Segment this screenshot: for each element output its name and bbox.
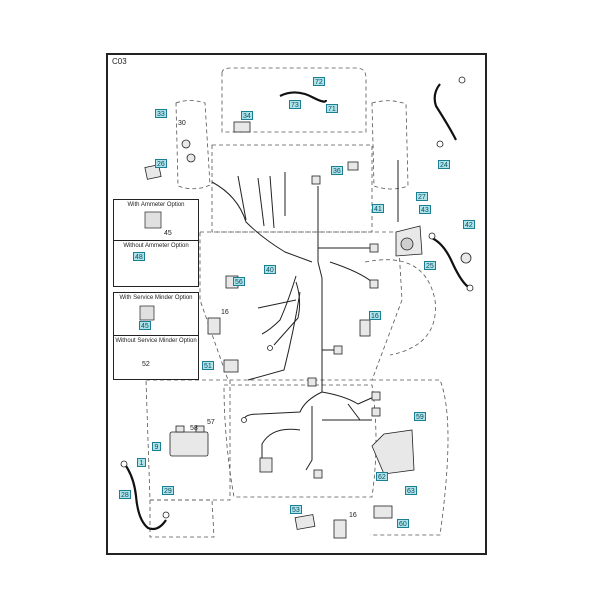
ammeter-option-legend: With Ammeter Option Without Ammeter Opti… [113, 199, 199, 287]
without-service-minder-cell: Without Service Minder Option [114, 336, 198, 378]
callout-40[interactable]: 40 [264, 265, 276, 274]
without-ammeter-cell: Without Ammeter Option [114, 241, 198, 285]
callout-33[interactable]: 33 [155, 109, 167, 118]
diagram-frame [106, 53, 487, 555]
callout-43[interactable]: 43 [419, 205, 431, 214]
diagram-code: C03 [112, 57, 127, 66]
label-57: 57 [207, 419, 215, 426]
callout-72[interactable]: 72 [313, 77, 325, 86]
label-58: 58 [190, 425, 198, 432]
callout-16-right[interactable]: 16 [369, 311, 381, 320]
callout-60[interactable]: 60 [397, 519, 409, 528]
without-service-minder-caption: Without Service Minder Option [115, 338, 197, 344]
with-ammeter-caption: With Ammeter Option [127, 202, 185, 208]
callout-53[interactable]: 53 [290, 505, 302, 514]
without-ammeter-caption: Without Ammeter Option [123, 243, 189, 249]
callout-9[interactable]: 9 [152, 442, 161, 451]
callout-56[interactable]: 56 [233, 277, 245, 286]
with-service-minder-cell: With Service Minder Option [114, 293, 198, 336]
callout-34[interactable]: 34 [241, 111, 253, 120]
callout-41[interactable]: 41 [372, 204, 384, 213]
callout-73[interactable]: 73 [289, 100, 301, 109]
service-minder-legend: With Service Minder Option Without Servi… [113, 292, 199, 380]
callout-27[interactable]: 27 [416, 192, 428, 201]
label-30: 30 [178, 120, 186, 127]
callout-25[interactable]: 25 [424, 261, 436, 270]
callout-54[interactable]: 59 [414, 412, 426, 421]
callout-42[interactable]: 42 [463, 220, 475, 229]
service-minder-part [139, 305, 155, 321]
label-52: 52 [142, 361, 150, 368]
callout-26[interactable]: 26 [155, 159, 167, 168]
callout-28[interactable]: 28 [119, 490, 131, 499]
callout-1[interactable]: 1 [137, 458, 146, 467]
callout-36[interactable]: 36 [331, 166, 343, 175]
callout-24-top[interactable]: 24 [438, 160, 450, 169]
wiring-harness [211, 160, 399, 471]
terminals [120, 76, 474, 519]
callout-51[interactable]: 51 [202, 361, 214, 370]
label-45-ammeter: 45 [164, 230, 172, 237]
callout-29[interactable]: 29 [162, 486, 174, 495]
callout-48[interactable]: 48 [133, 252, 145, 261]
ammeter-part [144, 211, 162, 229]
with-service-minder-caption: With Service Minder Option [119, 295, 193, 301]
with-ammeter-cell: With Ammeter Option [114, 200, 198, 241]
callout-63[interactable]: 63 [405, 486, 417, 495]
callout-62[interactable]: 62 [376, 472, 388, 481]
label-16-bottom: 16 [349, 512, 357, 519]
label-16-left: 16 [221, 309, 229, 316]
callout-45-minder[interactable]: 45 [139, 321, 151, 330]
battery-cables [125, 83, 471, 531]
callout-71[interactable]: 71 [326, 104, 338, 113]
